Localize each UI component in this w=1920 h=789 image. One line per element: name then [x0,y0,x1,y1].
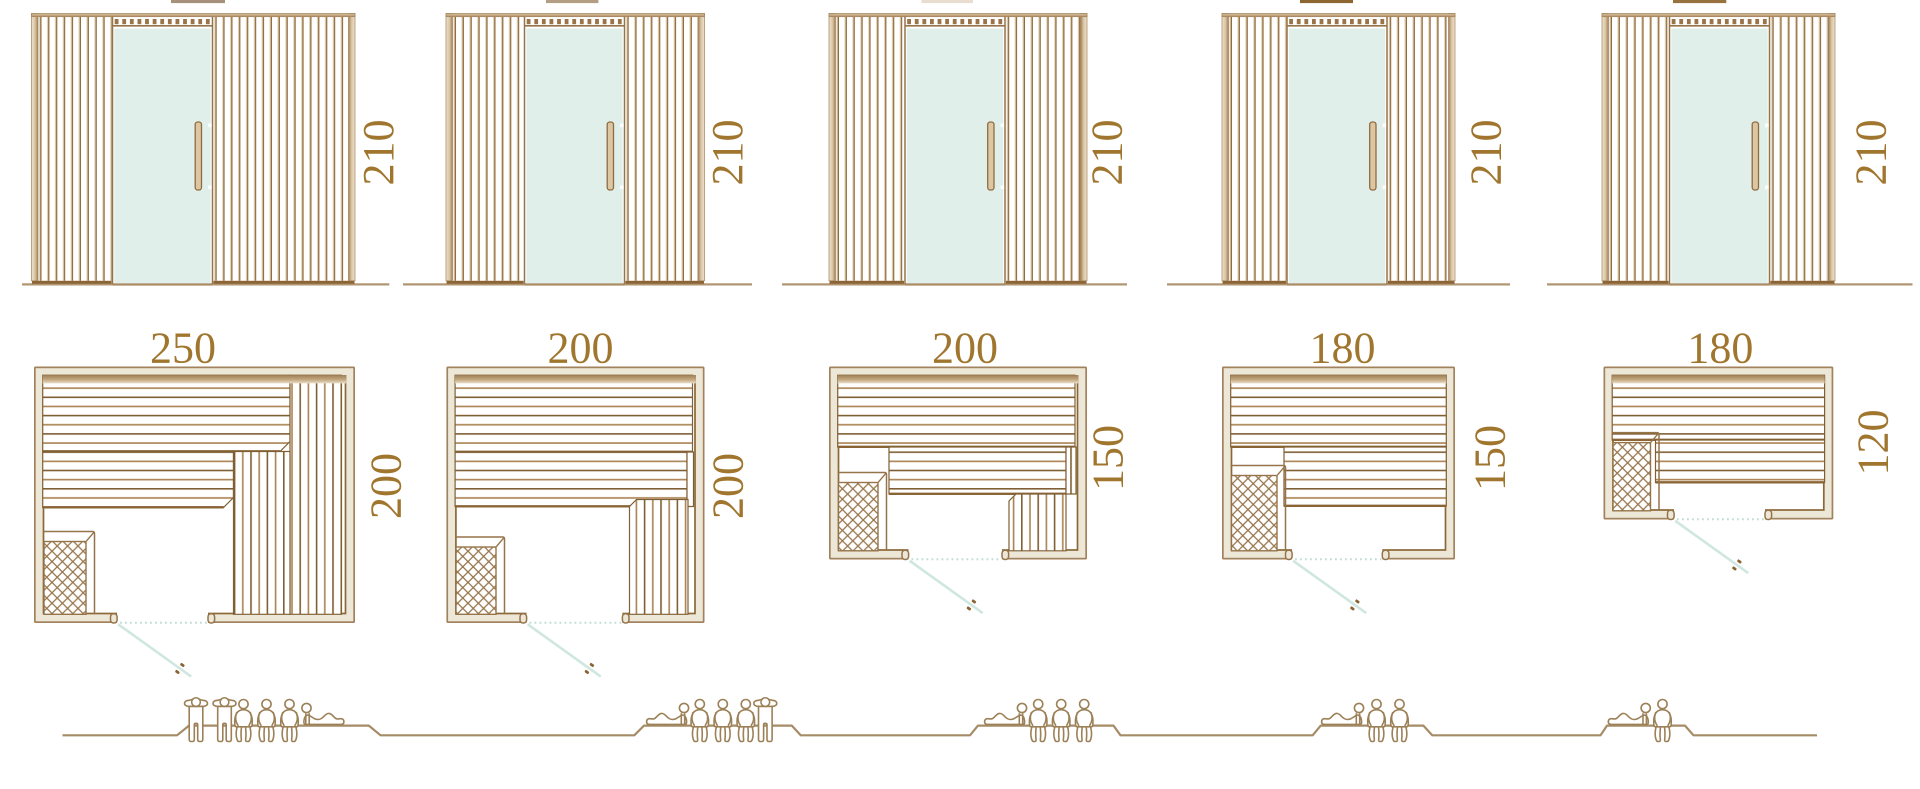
svg-text:210: 210 [1462,120,1511,186]
svg-text:210: 210 [354,120,403,186]
svg-text:150: 150 [1466,425,1515,491]
svg-text:180: 180 [1310,324,1376,373]
svg-text:200: 200 [704,453,753,519]
svg-text:210: 210 [703,120,752,186]
svg-text:250: 250 [150,324,216,373]
svg-text:210: 210 [1083,120,1132,186]
svg-text:180: 180 [1687,324,1753,373]
svg-text:200: 200 [932,324,998,373]
svg-text:200: 200 [547,324,613,373]
svg-text:210: 210 [1847,120,1896,186]
svg-text:150: 150 [1084,425,1133,491]
svg-text:200: 200 [362,453,411,519]
svg-text:120: 120 [1849,410,1898,476]
